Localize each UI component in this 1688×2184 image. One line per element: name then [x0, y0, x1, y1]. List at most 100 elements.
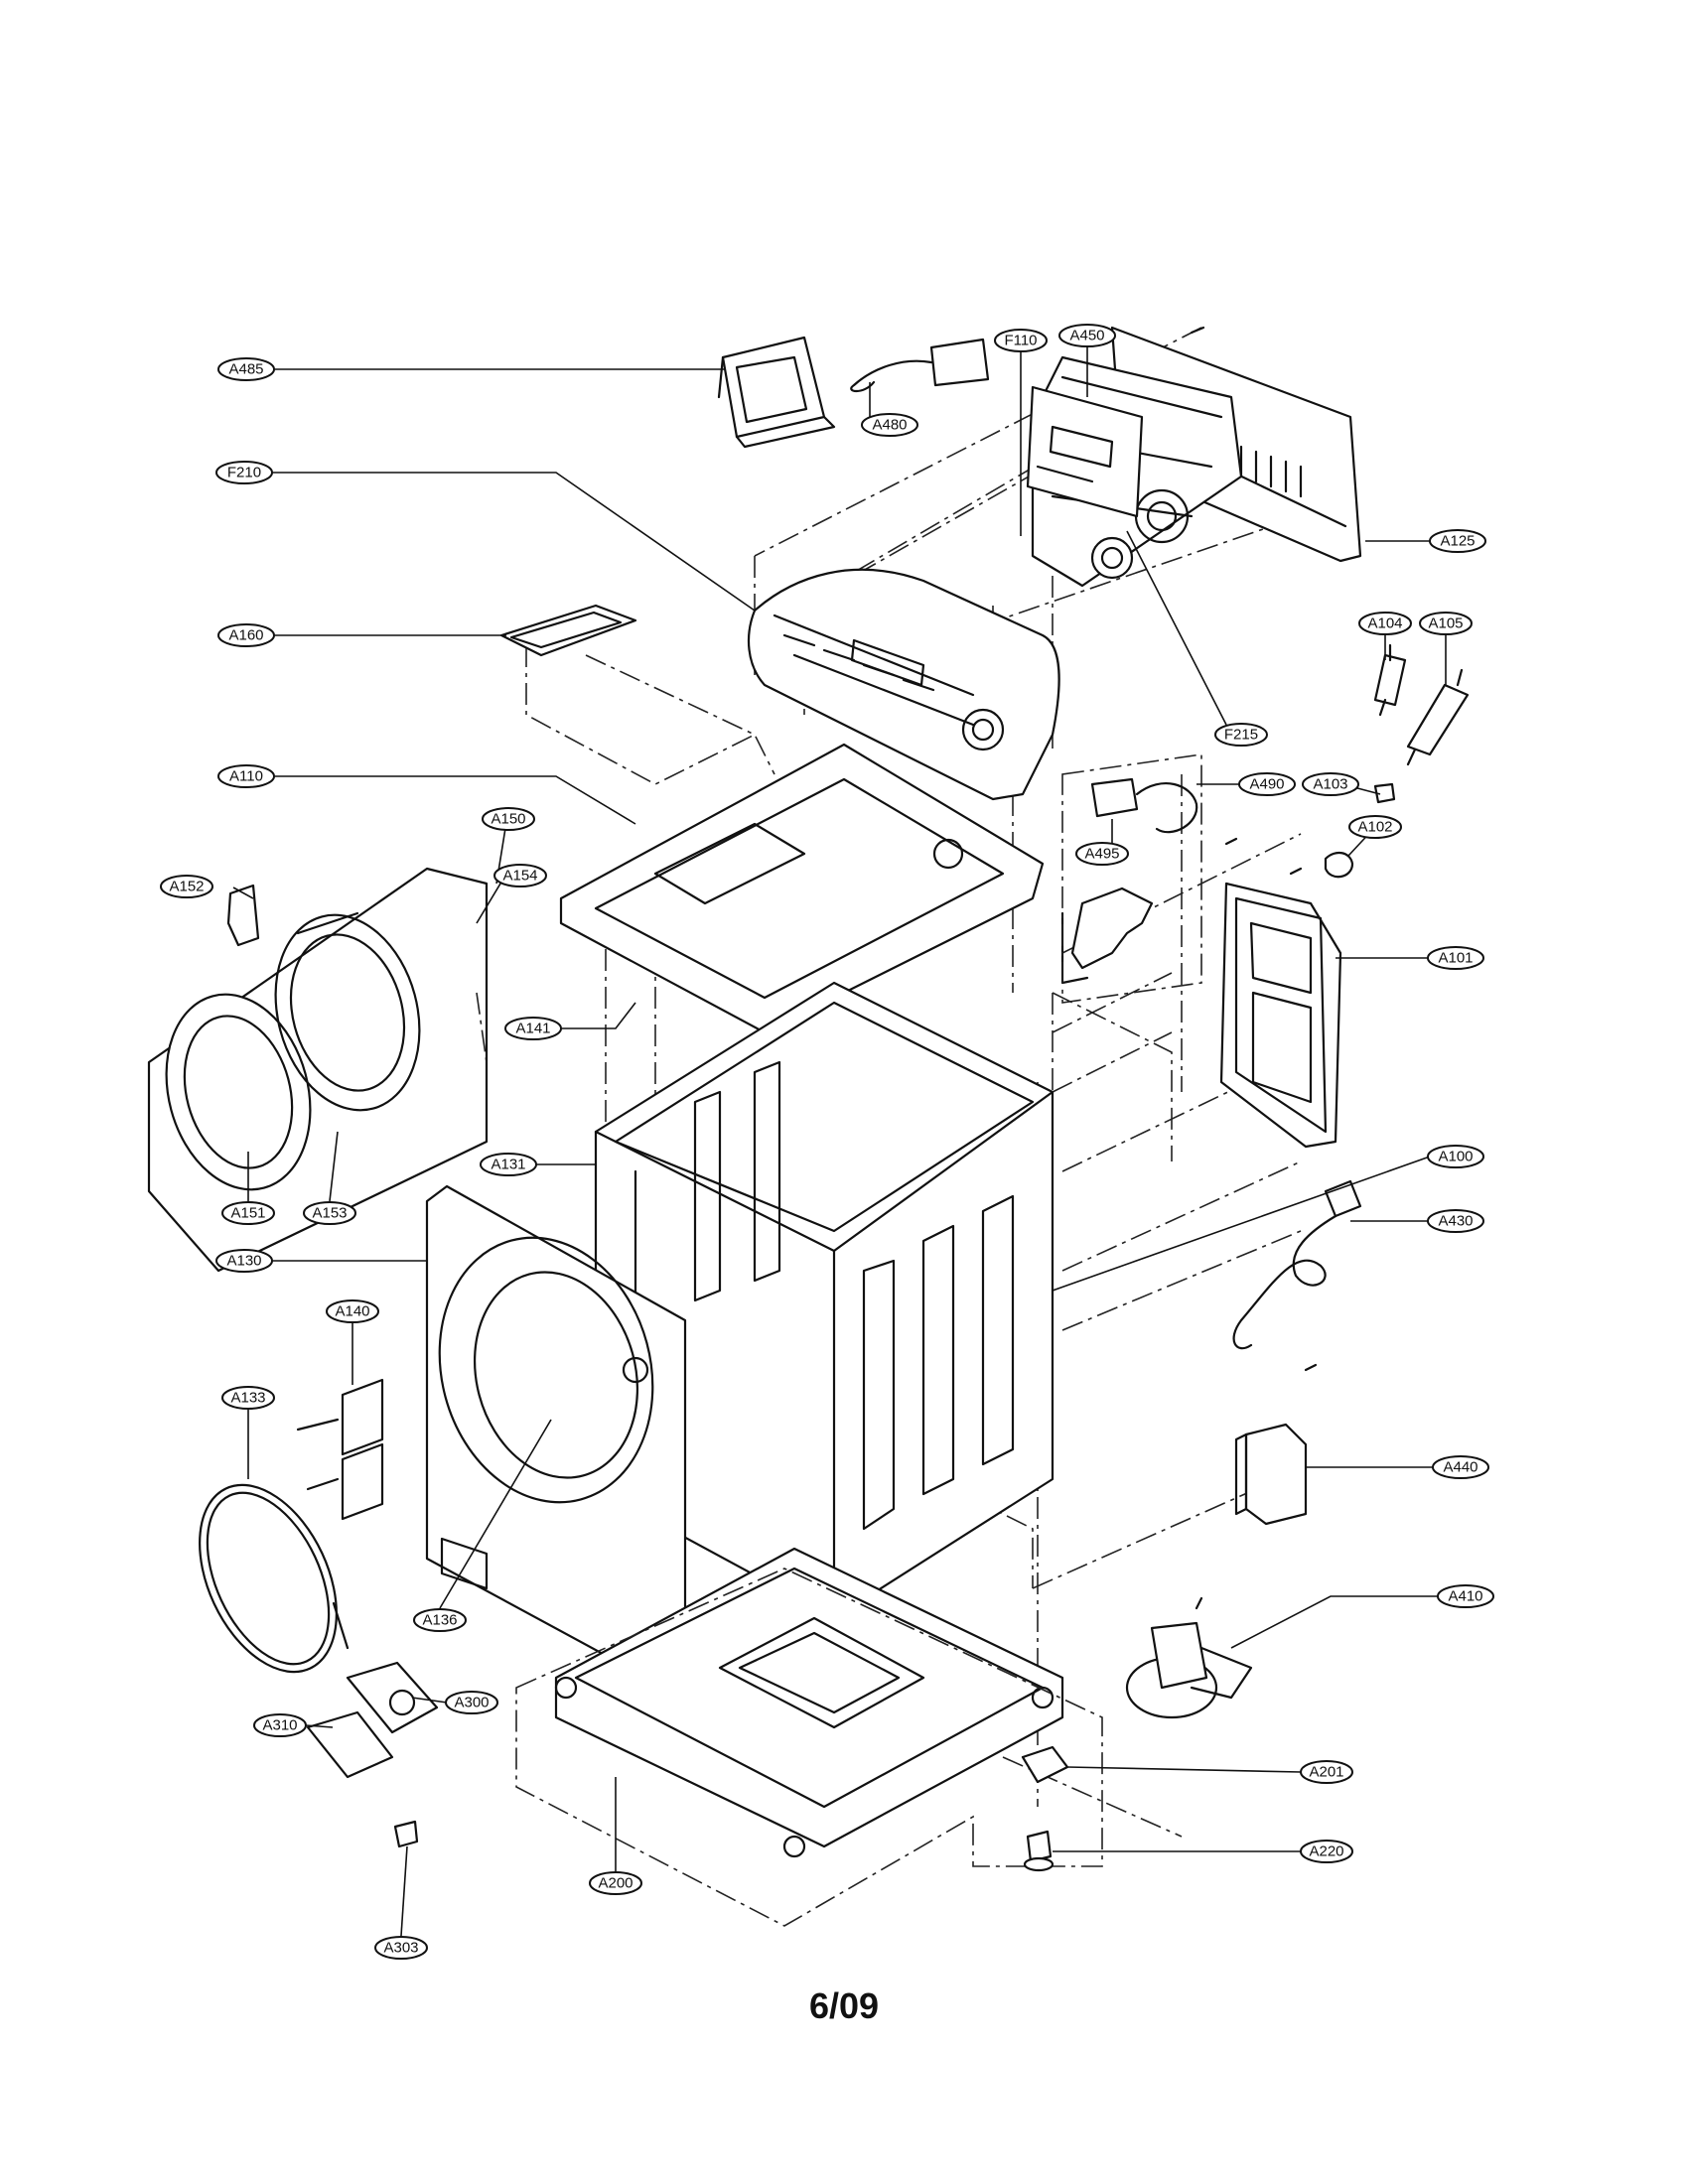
leader-lines: [232, 347, 1447, 1937]
svg-text:A130: A130: [226, 1253, 261, 1270]
svg-text:A136: A136: [422, 1612, 457, 1629]
callout-A440: A440: [1432, 1455, 1489, 1479]
small-screw-part: [393, 1820, 419, 1848]
top-plate: [559, 743, 1045, 1034]
callout-A103: A103: [1302, 772, 1359, 796]
svg-text:A110: A110: [229, 768, 263, 785]
svg-text:A105: A105: [1428, 615, 1463, 632]
rear-access-cover: [1219, 882, 1342, 1149]
display-pcb: [1026, 385, 1144, 518]
callout-A310: A310: [253, 1713, 307, 1737]
callout-A136: A136: [413, 1608, 467, 1632]
callout-A430: A430: [1427, 1209, 1484, 1233]
door-hinge: [296, 1378, 384, 1521]
callout-F110: F110: [994, 329, 1048, 352]
callout-A200: A200: [589, 1871, 642, 1895]
callout-A485: A485: [217, 357, 275, 381]
svg-text:A450: A450: [1069, 328, 1104, 344]
svg-text:A103: A103: [1313, 776, 1347, 793]
main-pcb-assembly: [717, 336, 836, 449]
control-panel: [747, 568, 1060, 801]
callout-F210: F210: [215, 461, 273, 484]
callout-A300: A300: [445, 1691, 498, 1714]
door-lock-assembly: [1060, 887, 1154, 985]
door-hinge-piece: [226, 884, 260, 947]
inlet-valve-2: [1406, 668, 1470, 766]
clamp-ring: [199, 1483, 350, 1674]
screws: [1190, 326, 1318, 1610]
svg-text:A101: A101: [1438, 950, 1473, 967]
svg-text:A160: A160: [228, 627, 263, 644]
door-assembly: [147, 867, 489, 1273]
part-group-border-a490: [1061, 753, 1202, 1004]
sensor-wire-assembly: [850, 338, 990, 393]
svg-text:A410: A410: [1448, 1588, 1482, 1605]
callout-A410: A410: [1437, 1584, 1494, 1608]
svg-text:A102: A102: [1357, 819, 1392, 836]
callout-A201: A201: [1300, 1760, 1353, 1784]
base-frame: [554, 1547, 1064, 1858]
pressure-switch-assembly: [1125, 1621, 1253, 1719]
svg-text:F110: F110: [1004, 333, 1037, 349]
callout-A104: A104: [1358, 612, 1412, 635]
svg-text:A303: A303: [383, 1940, 418, 1957]
selector-knob: [1090, 536, 1134, 580]
callout-A125: A125: [1429, 529, 1486, 553]
svg-text:F215: F215: [1224, 727, 1258, 744]
callout-A102: A102: [1348, 815, 1402, 839]
noise-filter: [1234, 1423, 1308, 1526]
callout-A105: A105: [1419, 612, 1473, 635]
callout-A152: A152: [160, 875, 213, 898]
cabinet: [594, 981, 1055, 1620]
callout-A495: A495: [1075, 842, 1129, 866]
callout-F215: F215: [1214, 723, 1268, 747]
svg-text:A141: A141: [515, 1021, 550, 1037]
detergent-drawer: [499, 604, 637, 657]
callout-A100: A100: [1427, 1145, 1484, 1168]
svg-text:A480: A480: [872, 417, 907, 434]
callout-A141: A141: [504, 1017, 562, 1040]
callout-A101: A101: [1427, 946, 1484, 970]
svg-text:A490: A490: [1249, 776, 1284, 793]
callout-A490: A490: [1238, 772, 1296, 796]
leveling-foot: [1023, 1830, 1055, 1872]
callout-A303: A303: [374, 1936, 428, 1960]
callout-A450: A450: [1058, 324, 1116, 347]
svg-text:A133: A133: [230, 1390, 265, 1407]
clip-part: [1373, 782, 1396, 804]
power-cord: [1232, 1179, 1362, 1350]
svg-text:A430: A430: [1438, 1213, 1473, 1230]
svg-text:A131: A131: [491, 1157, 525, 1173]
svg-text:A485: A485: [228, 361, 263, 378]
cap-part: [1324, 851, 1354, 879]
svg-text:A151: A151: [230, 1205, 265, 1222]
callout-A480: A480: [861, 413, 918, 437]
page-number: 6/09: [808, 1985, 880, 2026]
svg-text:A200: A200: [598, 1875, 633, 1892]
callout-A131: A131: [480, 1153, 537, 1176]
foot-bracket: [1021, 1745, 1069, 1784]
svg-text:A140: A140: [335, 1303, 369, 1320]
callout-A160: A160: [217, 623, 275, 647]
svg-text:A220: A220: [1309, 1843, 1343, 1860]
pump-cover: [306, 1661, 439, 1779]
svg-text:A100: A100: [1438, 1149, 1473, 1165]
callout-A130: A130: [215, 1249, 273, 1273]
callout-A151: A151: [221, 1201, 275, 1225]
callout-A110: A110: [217, 764, 275, 788]
svg-text:A440: A440: [1443, 1459, 1477, 1476]
base-group-border: [515, 1568, 1103, 1927]
svg-text:A310: A310: [262, 1717, 297, 1734]
svg-text:A154: A154: [502, 868, 537, 885]
svg-text:A153: A153: [312, 1205, 347, 1222]
svg-text:A201: A201: [1309, 1764, 1343, 1781]
svg-text:A495: A495: [1084, 846, 1119, 863]
svg-text:A152: A152: [169, 879, 204, 895]
switch-wire-assembly: [1090, 777, 1198, 834]
svg-text:A150: A150: [491, 811, 525, 828]
callout-A140: A140: [326, 1299, 379, 1323]
callout-A220: A220: [1300, 1840, 1353, 1863]
callout-A133: A133: [221, 1386, 275, 1410]
callout-A154: A154: [493, 864, 547, 887]
